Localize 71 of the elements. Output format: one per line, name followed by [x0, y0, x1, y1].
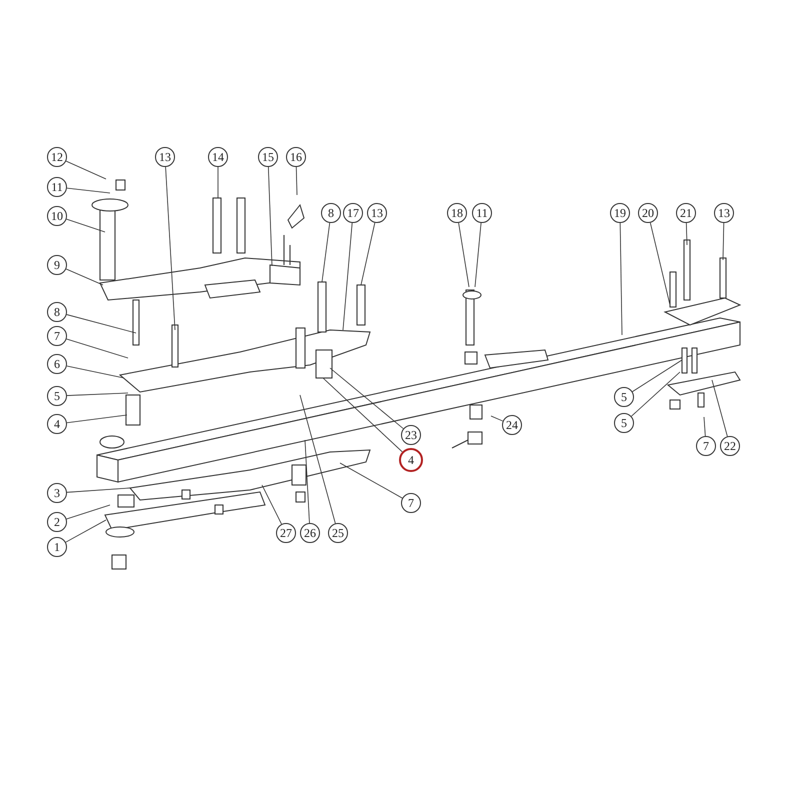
leader-line	[296, 166, 298, 196]
leader-line	[268, 166, 272, 266]
callout-number: 26	[300, 523, 320, 543]
leader-line	[360, 222, 376, 286]
leader-line	[722, 222, 724, 260]
leader-line	[300, 394, 336, 524]
callout-number: 20	[638, 203, 658, 223]
leader-line	[165, 166, 176, 330]
leader-line	[686, 222, 688, 246]
callout-number: 2	[47, 512, 67, 532]
callout-number: 14	[208, 147, 228, 167]
leader-line	[340, 462, 403, 498]
callout-number: 7	[47, 326, 67, 346]
callout-number: 4	[399, 448, 423, 472]
callout-number: 12	[47, 147, 67, 167]
callout-number: 25	[328, 523, 348, 543]
callout-number: 4	[47, 414, 67, 434]
leader-line	[650, 222, 670, 306]
leader-line	[66, 414, 128, 424]
leader-line	[65, 520, 106, 543]
leader-line	[631, 372, 680, 417]
leader-line	[490, 416, 504, 422]
callout-number: 17	[343, 203, 363, 223]
leader-line	[304, 440, 310, 524]
callout-number: 13	[714, 203, 734, 223]
callout-number: 21	[676, 203, 696, 223]
leader-line	[458, 222, 470, 288]
leader-line	[322, 222, 330, 282]
callout-number: 11	[47, 177, 67, 197]
callout-number: 6	[47, 354, 67, 374]
callout-number: 7	[401, 493, 421, 513]
leader-line	[712, 380, 728, 437]
callout-number: 1	[47, 537, 67, 557]
callout-number: 13	[367, 203, 387, 223]
callout-number: 16	[286, 147, 306, 167]
callout-number: 13	[155, 147, 175, 167]
leader-line	[66, 268, 104, 286]
callout-number: 10	[47, 206, 67, 226]
leader-line	[632, 360, 682, 392]
callout-number: 5	[614, 387, 634, 407]
callout-number: 24	[502, 415, 522, 435]
callout-number: 3	[47, 483, 67, 503]
leader-line	[66, 392, 128, 396]
leader-line	[66, 218, 106, 232]
leader-line	[342, 222, 353, 330]
leader-line	[66, 338, 128, 358]
leader-line	[66, 314, 136, 334]
callout-number: 8	[47, 302, 67, 322]
leader-line	[262, 484, 282, 524]
leader-line	[704, 416, 706, 436]
callout-number: 15	[258, 147, 278, 167]
callout-number: 5	[47, 386, 67, 406]
leader-line	[66, 488, 130, 493]
callout-number: 18	[447, 203, 467, 223]
callout-number: 8	[321, 203, 341, 223]
callout-number: 22	[720, 436, 740, 456]
callout-number: 23	[401, 425, 421, 445]
callout-number: 19	[610, 203, 630, 223]
callout-number: 11	[472, 203, 492, 223]
leader-line	[66, 160, 106, 180]
callout-number: 9	[47, 255, 67, 275]
leader-line	[66, 366, 124, 378]
callout-number: 27	[276, 523, 296, 543]
leader-line	[330, 368, 404, 430]
leader-line	[474, 222, 482, 288]
leader-line	[322, 378, 403, 452]
callout-number: 5	[614, 413, 634, 433]
leader-line	[66, 188, 110, 194]
callout-number: 7	[696, 436, 716, 456]
leader-line	[620, 222, 622, 336]
leader-line	[66, 504, 110, 520]
